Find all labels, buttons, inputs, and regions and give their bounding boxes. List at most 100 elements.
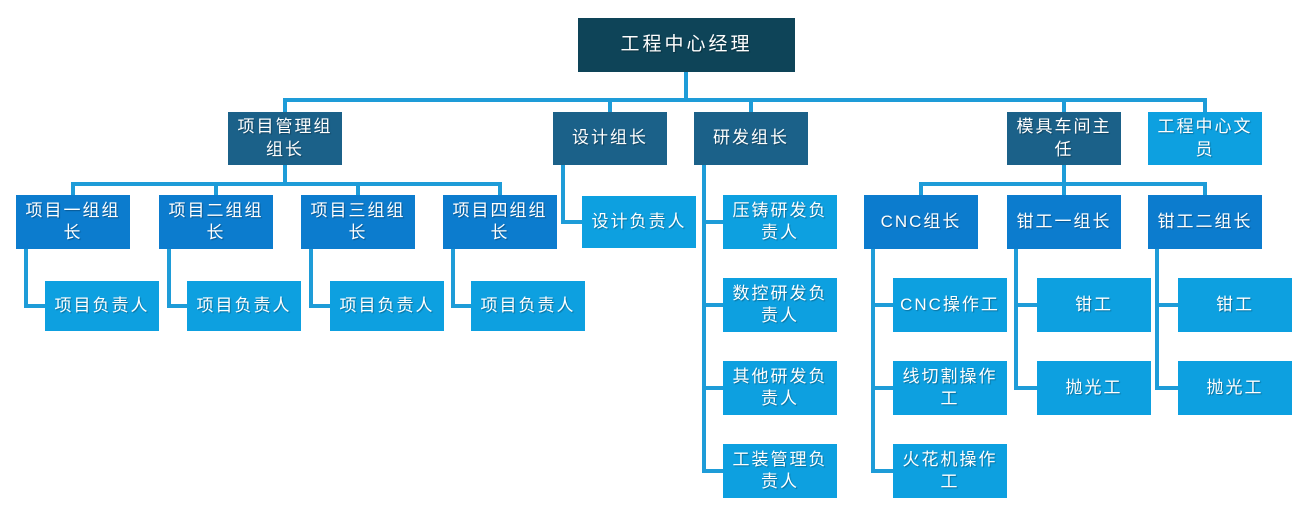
node-label: 项目二组组 长	[168, 200, 264, 242]
connector-segment	[684, 72, 688, 102]
connector-segment	[1155, 303, 1178, 307]
project-group3-leader-node: 项目三组组 长	[301, 195, 415, 249]
node-label: 项目负责人	[54, 295, 150, 315]
node-label: 设计组长	[572, 128, 648, 148]
connector-segment	[1155, 249, 1159, 390]
engineering-center-manager-node: 工程中心经理	[578, 18, 795, 72]
connector-segment	[356, 182, 360, 195]
node-label: 数控研发负 责人	[732, 283, 828, 325]
node-label: 模具车间主 任	[1016, 117, 1112, 159]
node-label: 设计负责人	[591, 211, 687, 231]
connector-segment	[702, 469, 723, 473]
node-label: 钳工一组长	[1016, 211, 1112, 231]
cnc-group-leader-node: CNC组长	[864, 195, 978, 249]
node-label: CNC操作工	[900, 294, 1000, 314]
connector-segment	[1062, 182, 1066, 195]
connector-segment	[167, 249, 171, 308]
connector-segment	[24, 249, 28, 308]
rd-group-leader-node: 研发组长	[694, 112, 808, 165]
node-label: 抛光工	[1065, 377, 1123, 397]
connector-segment	[1203, 182, 1207, 195]
fitter-group1-polisher-node: 抛光工	[1037, 361, 1151, 415]
connector-segment	[451, 249, 455, 308]
connector-segment	[1014, 249, 1018, 390]
fitter-group1-leader-node: 钳工一组长	[1007, 195, 1121, 249]
connector-segment	[561, 220, 582, 224]
connector-segment	[1062, 98, 1066, 112]
connector-segment	[919, 182, 923, 195]
connector-segment	[71, 182, 75, 195]
connector-segment	[871, 303, 893, 307]
node-label: 工程中心经理	[620, 34, 753, 56]
project-management-group-leader-node: 项目管理组 组长	[228, 112, 342, 165]
fitter-group1-fitter-node: 钳工	[1037, 278, 1151, 332]
connector-segment	[702, 220, 723, 224]
connector-segment	[283, 165, 287, 186]
project3-owner-node: 项目负责人	[330, 281, 444, 331]
node-label: CNC组长	[880, 211, 962, 231]
connector-segment	[1014, 386, 1037, 390]
node-label: 压铸研发负 责人	[732, 200, 828, 242]
design-group-leader-node: 设计组长	[553, 112, 667, 165]
engineering-center-clerk-node: 工程中心文 员	[1148, 112, 1262, 165]
connector-segment	[1014, 303, 1037, 307]
connector-segment	[214, 182, 218, 195]
node-label: 项目负责人	[480, 295, 576, 315]
node-label: 其他研发负 责人	[732, 366, 828, 408]
connector-segment	[498, 182, 502, 195]
connector-segment	[283, 98, 1207, 102]
connector-segment	[283, 98, 287, 112]
diecasting-rd-owner-node: 压铸研发负 责人	[723, 195, 837, 249]
connector-segment	[167, 304, 187, 308]
node-label: 钳工	[1075, 294, 1113, 314]
connector-segment	[309, 249, 313, 308]
fitter-group2-leader-node: 钳工二组长	[1148, 195, 1262, 249]
node-label: 项目负责人	[196, 295, 292, 315]
connector-segment	[702, 165, 706, 473]
project2-owner-node: 项目负责人	[187, 281, 301, 331]
node-label: 工程中心文 员	[1157, 117, 1253, 159]
node-label: 抛光工	[1206, 377, 1264, 397]
connector-segment	[608, 98, 612, 112]
project-group2-leader-node: 项目二组组 长	[159, 195, 273, 249]
node-label: 研发组长	[713, 128, 789, 148]
connector-segment	[702, 303, 723, 307]
connector-segment	[309, 304, 330, 308]
connector-segment	[871, 386, 893, 390]
node-label: 项目管理组 组长	[237, 117, 333, 159]
project1-owner-node: 项目负责人	[45, 281, 159, 331]
connector-segment	[1155, 386, 1178, 390]
connector-segment	[561, 165, 565, 224]
connector-segment	[71, 182, 502, 186]
edm-operator-node: 火花机操作 工	[893, 444, 1007, 498]
node-label: 线切割操作 工	[902, 366, 998, 408]
connector-segment	[24, 304, 45, 308]
node-label: 项目负责人	[339, 295, 435, 315]
nc-rd-owner-node: 数控研发负 责人	[723, 278, 837, 332]
project-group4-leader-node: 项目四组组 长	[443, 195, 557, 249]
fitter-group2-polisher-node: 抛光工	[1178, 361, 1292, 415]
node-label: 工装管理负 责人	[732, 449, 828, 491]
node-label: 项目三组组 长	[310, 200, 406, 242]
node-label: 项目四组组 长	[452, 200, 548, 242]
node-label: 钳工二组长	[1157, 211, 1253, 231]
connector-segment	[451, 304, 471, 308]
design-owner-node: 设计负责人	[582, 196, 696, 248]
cnc-operator-node: CNC操作工	[893, 278, 1007, 332]
connector-segment	[871, 469, 893, 473]
node-label: 项目一组组 长	[25, 200, 121, 242]
mold-workshop-director-node: 模具车间主 任	[1007, 112, 1121, 165]
connector-segment	[1203, 98, 1207, 112]
tooling-management-owner-node: 工装管理负 责人	[723, 444, 837, 498]
project4-owner-node: 项目负责人	[471, 281, 585, 331]
wire-cutting-operator-node: 线切割操作 工	[893, 361, 1007, 415]
connector-segment	[749, 98, 753, 112]
node-label: 钳工	[1216, 294, 1254, 314]
project-group1-leader-node: 项目一组组 长	[16, 195, 130, 249]
connector-segment	[702, 386, 723, 390]
connector-segment	[1062, 165, 1066, 186]
fitter-group2-fitter-node: 钳工	[1178, 278, 1292, 332]
node-label: 火花机操作 工	[902, 449, 998, 491]
other-rd-owner-node: 其他研发负 责人	[723, 361, 837, 415]
